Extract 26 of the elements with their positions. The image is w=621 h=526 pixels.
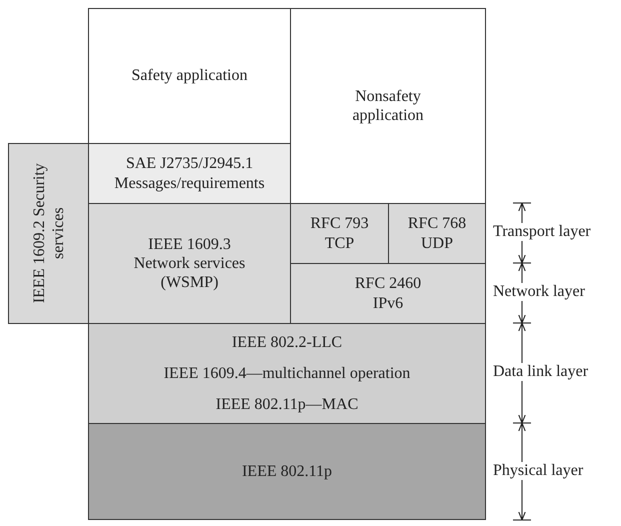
layer-name: Nonsafety application (351, 86, 425, 126)
layer-name: IEEE 802.11p (242, 462, 332, 482)
layer-label: Transport layer (492, 223, 592, 241)
layer-box (388, 203, 486, 264)
layer-name: IEEE 802.11p—MAC (216, 395, 358, 414)
layer-box (88, 8, 291, 144)
layer-label: Physical layer (492, 462, 584, 480)
layer-box (88, 203, 291, 324)
layer-box (8, 143, 89, 324)
layer-box (88, 423, 486, 520)
layer-name: SAE J2735/J2945.1 Messages/requirements (113, 154, 266, 193)
layer-box (88, 323, 486, 424)
layer-name: RFC 793 TCP (309, 214, 370, 253)
layer-box (290, 263, 486, 324)
layer-name: IEEE 1609.2 Security services (29, 162, 68, 306)
layer-label: Data link layer (492, 363, 590, 381)
layer-name: IEEE 1609.3 Network services (WSMP) (132, 234, 246, 292)
layer-label: Network layer (492, 283, 586, 301)
layer-name: Safety application (132, 66, 248, 86)
layer-box (290, 203, 389, 264)
layer-box (290, 8, 486, 204)
layer-name: RFC 768 UDP (406, 214, 468, 253)
layer-name: IEEE 802.2-LLC (232, 332, 342, 352)
layer-box (88, 143, 291, 204)
layer-name: IEEE 1609.4—multichannel operation (164, 364, 410, 384)
layer-name: RFC 2460 IPv6 (354, 274, 422, 313)
